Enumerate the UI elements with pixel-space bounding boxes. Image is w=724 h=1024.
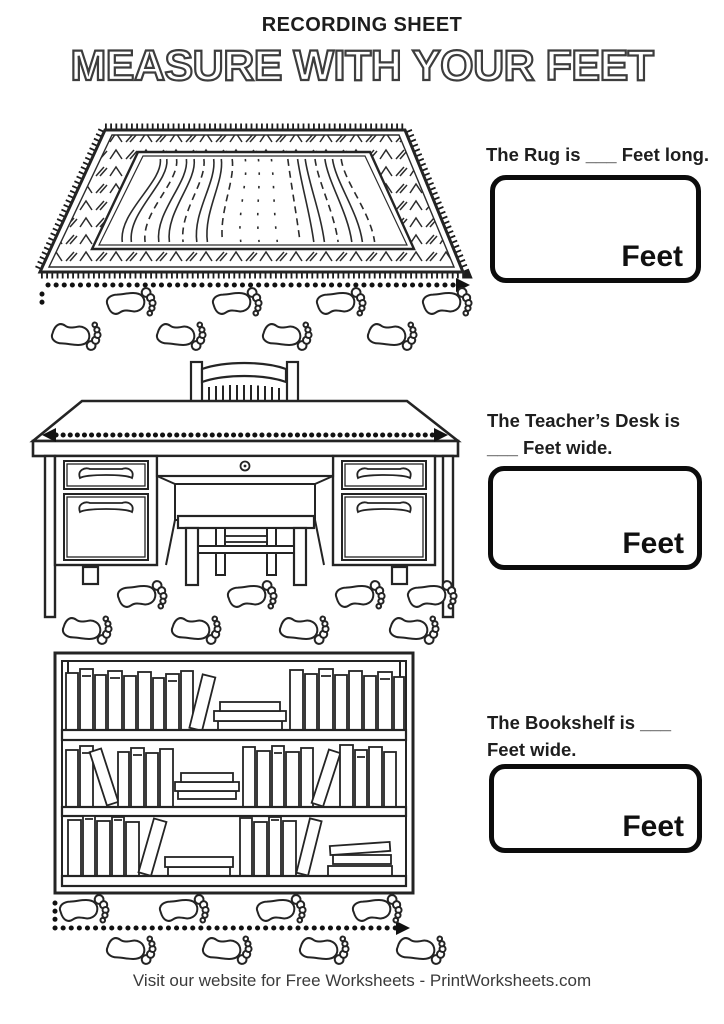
rug-drawing — [29, 123, 473, 279]
desk-footprints — [60, 578, 460, 647]
bookshelf-measure-arrow — [52, 900, 410, 935]
arrow-left-icon — [42, 428, 56, 442]
arrow-right-icon — [396, 921, 410, 935]
feet-unit-label: Feet — [621, 240, 683, 273]
drawer-handle — [78, 467, 134, 480]
rug-border-pattern — [49, 135, 454, 267]
bookshelf-prompt: The Bookshelf is ___ Feet wide. — [487, 712, 672, 760]
bookshelf-answer-box[interactable]: Feet — [489, 764, 702, 853]
page-title: MEASURE WITH YOUR FEET — [69, 41, 655, 91]
books-row-2 — [65, 744, 397, 808]
rug-answer-box[interactable]: Feet — [490, 175, 701, 283]
rug-illustration — [29, 123, 475, 353]
shelf-board — [60, 805, 408, 818]
drawer-handle — [78, 501, 134, 514]
desk-drawing — [29, 399, 462, 619]
teachers-desk-illustration — [29, 360, 462, 647]
shelf-board — [60, 728, 408, 742]
books-row-1 — [65, 668, 405, 732]
drawer-handle — [356, 467, 412, 480]
bookshelf-illustration — [52, 651, 449, 967]
shelf-board — [60, 874, 408, 888]
rug-footprints — [49, 285, 475, 353]
feet-unit-label: Feet — [622, 810, 684, 843]
desk-prompt: The Teacher’s Desk is ___ Feet wide. — [487, 410, 680, 458]
bookshelf-footprints — [57, 892, 449, 967]
chair-legs-drawing — [176, 514, 316, 587]
rug-prompt: The Rug is ___ Feet long. — [486, 144, 710, 165]
feet-unit-label: Feet — [622, 527, 684, 560]
arrow-right-icon — [434, 428, 448, 442]
page-subtitle: RECORDING SHEET — [261, 14, 463, 36]
chair-back-drawing — [189, 360, 300, 405]
desk-measure-arrow — [42, 428, 448, 442]
desk-answer-box[interactable]: Feet — [488, 466, 702, 570]
drawer-handle — [356, 501, 412, 514]
rug-field-pattern — [121, 158, 376, 243]
footer-text: Visit our website for Free Worksheets - … — [132, 971, 592, 990]
